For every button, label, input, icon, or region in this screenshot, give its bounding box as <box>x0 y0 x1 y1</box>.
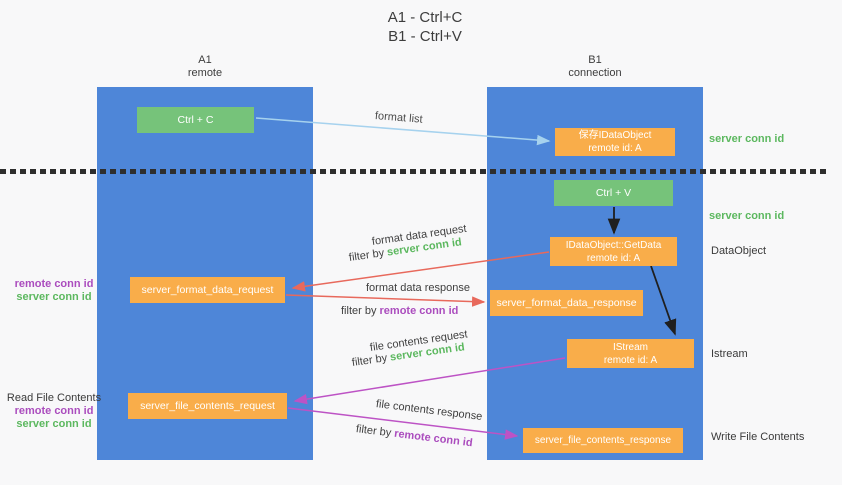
node-server-file-contents-response: server_file_contents_response <box>523 428 683 453</box>
label-dataobject: DataObject <box>711 245 767 257</box>
title-line-2: B1 - Ctrl+V <box>388 28 462 45</box>
label-server-conn-id-left-bottom: server conn id <box>16 418 92 430</box>
node-server-file-contents-request: server_file_contents_request <box>128 393 287 419</box>
column-b1-role: connection <box>568 67 622 79</box>
label-group-file-ids: Read File Contents remote conn id server… <box>4 392 104 431</box>
label-filter-by-remote-conn-id-2: filter by remote conn id <box>355 423 473 449</box>
node-file-response-label: server_file_contents_response <box>534 435 672 446</box>
node-ctrl-c: Ctrl + C <box>137 107 254 133</box>
column-header-b1: B1 connection <box>487 54 703 80</box>
column-a1-name: A1 <box>198 54 212 66</box>
node-ctrl-v-label: Ctrl + V <box>595 186 632 199</box>
node-save-idataobject-line2: remote id: A <box>588 143 642 154</box>
node-istream: IStream remote id: A <box>567 339 694 368</box>
label-remote-conn-id-top: remote conn id <box>14 278 94 290</box>
column-header-a1: A1 remote <box>97 54 313 80</box>
node-istream-line1: IStream <box>612 341 648 353</box>
node-getdata-line2: remote id: A <box>586 252 641 264</box>
filter-by-prefix: filter by <box>351 351 391 369</box>
node-ctrl-c-label: Ctrl + C <box>177 113 214 126</box>
node-format-response-label: server_format_data_response <box>496 296 637 309</box>
node-server-format-data-response: server_format_data_response <box>490 290 643 316</box>
arrow-format-data-response <box>285 294 486 307</box>
label-format-list: format list <box>374 110 424 126</box>
node-save-idataobject: 保存IDataObject remote id: A <box>555 128 675 156</box>
label-format-data-response: format data response <box>366 282 470 294</box>
title-line-1: A1 - Ctrl+C <box>387 9 463 26</box>
node-save-idataobject-line1: 保存IDataObject <box>578 130 652 141</box>
label-group-format-ids: remote conn id server conn id <box>8 278 100 304</box>
label-filter-by-remote-conn-id-1: filter by remote conn id <box>341 305 458 317</box>
label-server-conn-id-top: server conn id <box>709 133 785 145</box>
node-format-request-label: server_format_data_request <box>141 283 274 296</box>
node-getdata-line1: IDataObject::GetData <box>565 239 662 251</box>
filter-remote-conn-id: remote conn id <box>379 305 459 317</box>
node-file-request-label: server_file_contents_request <box>140 399 275 412</box>
node-idataobject-getdata: IDataObject::GetData remote id: A <box>550 237 677 266</box>
label-file-contents-response: file contents response <box>375 398 483 423</box>
node-server-format-data-request: server_format_data_request <box>130 277 285 303</box>
node-ctrl-v: Ctrl + V <box>554 180 673 206</box>
label-write-file-contents: Write File Contents <box>711 431 805 443</box>
label-read-file-contents: Read File Contents <box>6 392 102 404</box>
filter-remote-conn-id: remote conn id <box>393 427 474 450</box>
label-remote-conn-id-bottom: remote conn id <box>14 405 94 417</box>
column-b1-name: B1 <box>588 54 602 66</box>
filter-by-prefix: filter by <box>355 423 395 440</box>
diagram-title: A1 - Ctrl+C B1 - Ctrl+V <box>300 8 550 46</box>
label-server-conn-id-mid: server conn id <box>709 210 785 222</box>
filter-by-prefix: filter by <box>341 305 380 317</box>
phase-separator-dotted-line <box>0 169 829 174</box>
label-server-conn-id-left-top: server conn id <box>16 291 92 303</box>
node-istream-line2: remote id: A <box>603 354 658 366</box>
filter-by-prefix: filter by <box>348 246 388 264</box>
column-a1-role: remote <box>187 67 223 79</box>
label-istream: Istream <box>711 348 748 360</box>
